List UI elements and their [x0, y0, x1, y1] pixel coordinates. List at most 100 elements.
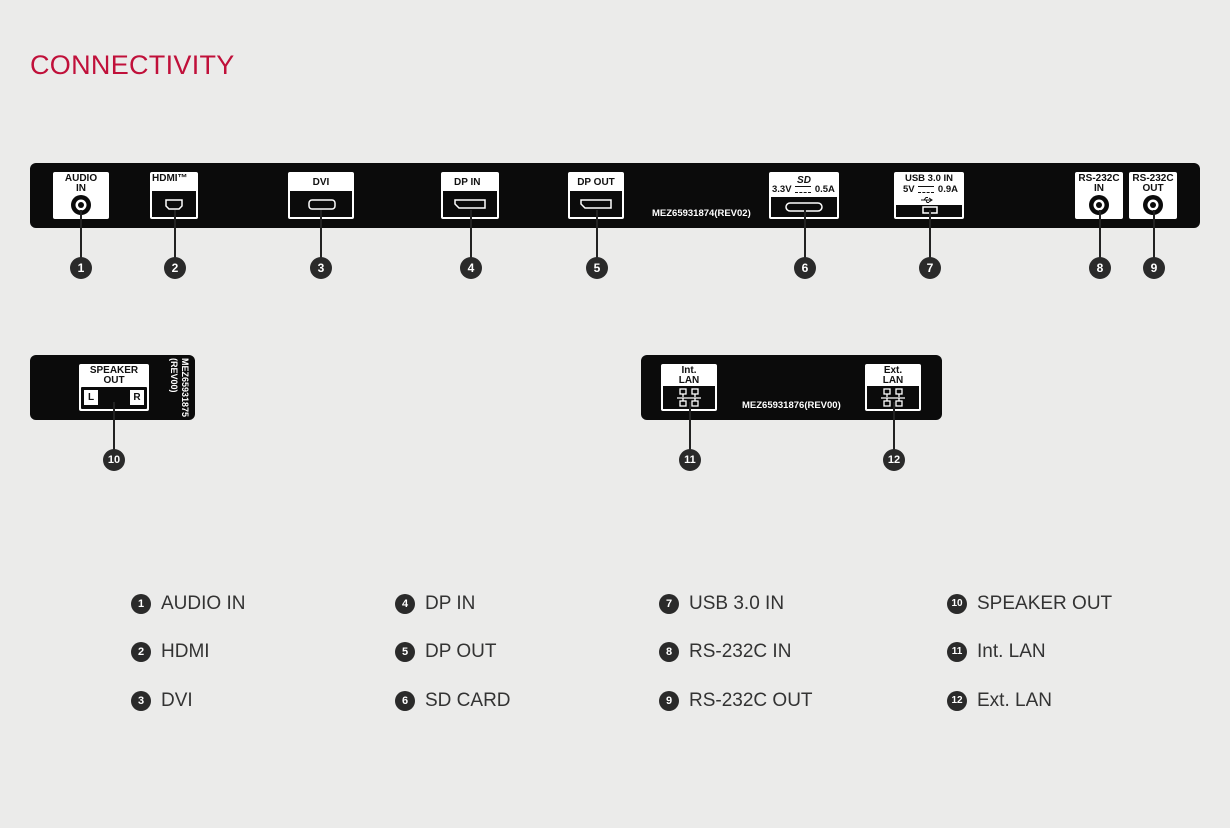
legend-number: 5: [395, 642, 415, 662]
legend-number: 1: [131, 594, 151, 614]
sd-current: 0.5A: [814, 184, 835, 195]
callout-badge-3: 3: [310, 257, 332, 279]
int-lan-label-line1: Int.: [681, 365, 697, 376]
legend-item: 10 SPEAKER OUT: [947, 592, 1112, 616]
legend-text: HDMI: [161, 641, 210, 662]
leader-line: [929, 210, 931, 260]
speaker-model-line2: (REV00): [169, 358, 179, 393]
legend-number: 4: [395, 594, 415, 614]
ext-lan-label-line1: Ext.: [883, 365, 903, 376]
displayport-in-icon: [443, 191, 497, 217]
callout-badge-5: 5: [586, 257, 608, 279]
dc-symbol-icon: [918, 185, 935, 193]
leader-line: [1099, 210, 1101, 260]
ext-lan-label-line2: LAN: [882, 375, 904, 386]
leader-line: [689, 402, 691, 452]
legend-item: 1 AUDIO IN: [131, 592, 245, 616]
speaker-out-port: SPEAKER OUT L R: [79, 364, 149, 411]
legend-number: 6: [395, 691, 415, 711]
audio-in-label-line1: AUDIO: [64, 173, 98, 184]
dp-out-label: DP OUT: [577, 177, 615, 188]
legend-item: 2 HDMI: [131, 640, 210, 664]
leader-line: [320, 210, 322, 260]
legend-number: 10: [947, 594, 967, 614]
rs232c-out-label-line2: OUT: [1142, 183, 1164, 194]
legend-item: 7 USB 3.0 IN: [659, 592, 784, 616]
callout-badge-6: 6: [794, 257, 816, 279]
speaker-terminal-block: L R: [81, 387, 147, 409]
serial-jack-in-icon: [1089, 195, 1109, 215]
legend-number: 8: [659, 642, 679, 662]
usb-3-in-port: USB 3.0 IN 5V 0.9A: [894, 172, 964, 219]
dvi-label: DVI: [312, 177, 330, 188]
callout-badge-7: 7: [919, 257, 941, 279]
speaker-model-line1: MEZ65931875: [180, 358, 190, 418]
int-lan-label-line2: LAN: [678, 375, 700, 386]
rs232c-out-label-line1: RS-232C: [1132, 173, 1174, 184]
ext-lan-port: Ext. LAN: [865, 364, 921, 411]
leader-line: [804, 210, 806, 260]
sd-voltage: 3.3V: [772, 184, 792, 195]
callout-badge-9: 9: [1143, 257, 1165, 279]
audio-in-label-line2: IN: [76, 183, 86, 194]
svg-text:SD: SD: [797, 175, 811, 184]
legend-text: USB 3.0 IN: [689, 593, 785, 614]
legend-number: 2: [131, 642, 151, 662]
lan-port-icon: [867, 386, 919, 409]
leader-line: [596, 210, 598, 260]
legend-item: 5 DP OUT: [395, 640, 496, 664]
rs232c-in-label-line1: RS-232C: [1078, 173, 1120, 184]
serial-jack-out-icon: [1143, 195, 1163, 215]
legend-number: 7: [659, 594, 679, 614]
usb-current: 0.9A: [937, 184, 958, 195]
speaker-out-label-line2: OUT: [103, 375, 125, 386]
sd-rating-row: 3.3V 0.5A: [772, 184, 835, 195]
legend-text: RS-232C IN: [689, 641, 792, 662]
rs232c-in-label-line2: IN: [1094, 183, 1104, 194]
usb-label: USB 3.0 IN: [904, 173, 954, 184]
leader-line: [1153, 210, 1155, 260]
legend-item: 12 Ext. LAN: [947, 689, 1052, 713]
dp-in-label: DP IN: [454, 177, 481, 188]
legend-text: Ext. LAN: [977, 690, 1052, 711]
legend-number: 9: [659, 691, 679, 711]
legend-item: 9 RS-232C OUT: [659, 689, 813, 713]
sd-logo-icon: SD: [797, 175, 811, 184]
leader-line: [80, 210, 82, 260]
callout-badge-10: 10: [103, 449, 125, 471]
main-panel-model-number: MEZ65931874(REV02): [652, 208, 751, 219]
callout-badge-12: 12: [883, 449, 905, 471]
legend-text: DP OUT: [425, 641, 497, 662]
callout-badge-2: 2: [164, 257, 186, 279]
legend-number: 11: [947, 642, 967, 662]
legend-text: SD CARD: [425, 690, 511, 711]
legend-item: 6 SD CARD: [395, 689, 511, 713]
legend-text: DVI: [161, 690, 193, 711]
legend-item: 3 DVI: [131, 689, 193, 713]
legend-text: Int. LAN: [977, 641, 1046, 662]
legend-number: 3: [131, 691, 151, 711]
audio-jack-icon: [71, 195, 91, 215]
leader-line: [174, 210, 176, 260]
callout-badge-1: 1: [70, 257, 92, 279]
lan-panel-model-number: MEZ65931876(REV00): [742, 400, 841, 411]
lan-port-icon: [663, 386, 715, 409]
legend-item: 4 DP IN: [395, 592, 475, 616]
speaker-panel-model-number: MEZ65931875 (REV00): [166, 358, 190, 418]
legend-text: SPEAKER OUT: [977, 593, 1113, 614]
dc-symbol-icon: [795, 185, 812, 193]
leader-line: [113, 402, 115, 452]
usb-voltage: 5V: [903, 184, 915, 195]
page-title: CONNECTIVITY: [30, 50, 235, 80]
legend-text: AUDIO IN: [161, 593, 246, 614]
usb-symbol-icon: [921, 197, 933, 203]
legend-text: RS-232C OUT: [689, 690, 813, 711]
legend-item: 11 Int. LAN: [947, 640, 1046, 664]
legend-item: 8 RS-232C IN: [659, 640, 791, 664]
callout-badge-11: 11: [679, 449, 701, 471]
hdmi-label: HDMI™: [152, 173, 188, 184]
speaker-out-label-line1: SPEAKER: [89, 365, 139, 376]
audio-in-port: AUDIO IN: [53, 172, 109, 219]
callout-badge-8: 8: [1089, 257, 1111, 279]
speaker-right-terminal: R: [130, 390, 144, 405]
